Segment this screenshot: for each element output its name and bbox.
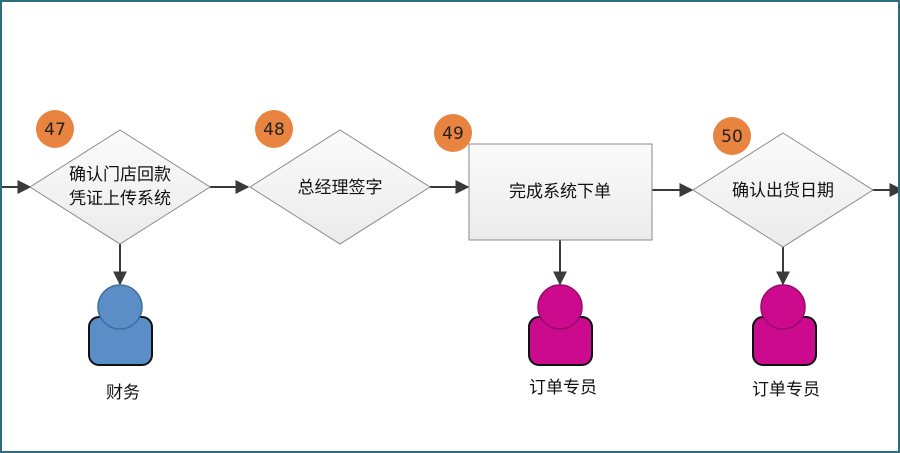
role-label-49: 订单专员 <box>529 378 597 398</box>
step-50-number: 50 <box>721 127 743 147</box>
step-48-decision: 总经理签字 <box>249 129 431 245</box>
step-47-number: 47 <box>44 120 66 140</box>
role-label-50: 订单专员 <box>752 380 820 400</box>
step-49-number-badge: 49 <box>434 114 472 152</box>
step-48-number: 48 <box>263 120 285 140</box>
person-icon-order-clerk-49 <box>528 284 593 366</box>
person-icon-finance <box>88 284 153 366</box>
step-50-decision: 确认出货日期 <box>692 132 874 248</box>
step-48-number-badge: 48 <box>255 110 293 148</box>
step-48-label: 总经理签字 <box>298 178 383 198</box>
step-47-label-line-2: 凭证上传系统 <box>69 189 171 209</box>
person-icon-order-clerk-50 <box>752 284 817 366</box>
step-49-process: 完成系统下单 <box>468 143 653 241</box>
step-50-label: 确认出货日期 <box>732 181 834 201</box>
step-49-label: 完成系统下单 <box>509 182 611 202</box>
step-49-number: 49 <box>442 124 464 144</box>
step-47-label-line-1: 确认门店回款 <box>69 165 171 185</box>
step-50-number-badge: 50 <box>713 117 751 155</box>
step-47-number-badge: 47 <box>36 110 74 148</box>
role-label-47: 财务 <box>106 383 140 403</box>
step-47-decision: 确认门店回款 凭证上传系统 <box>29 129 211 245</box>
